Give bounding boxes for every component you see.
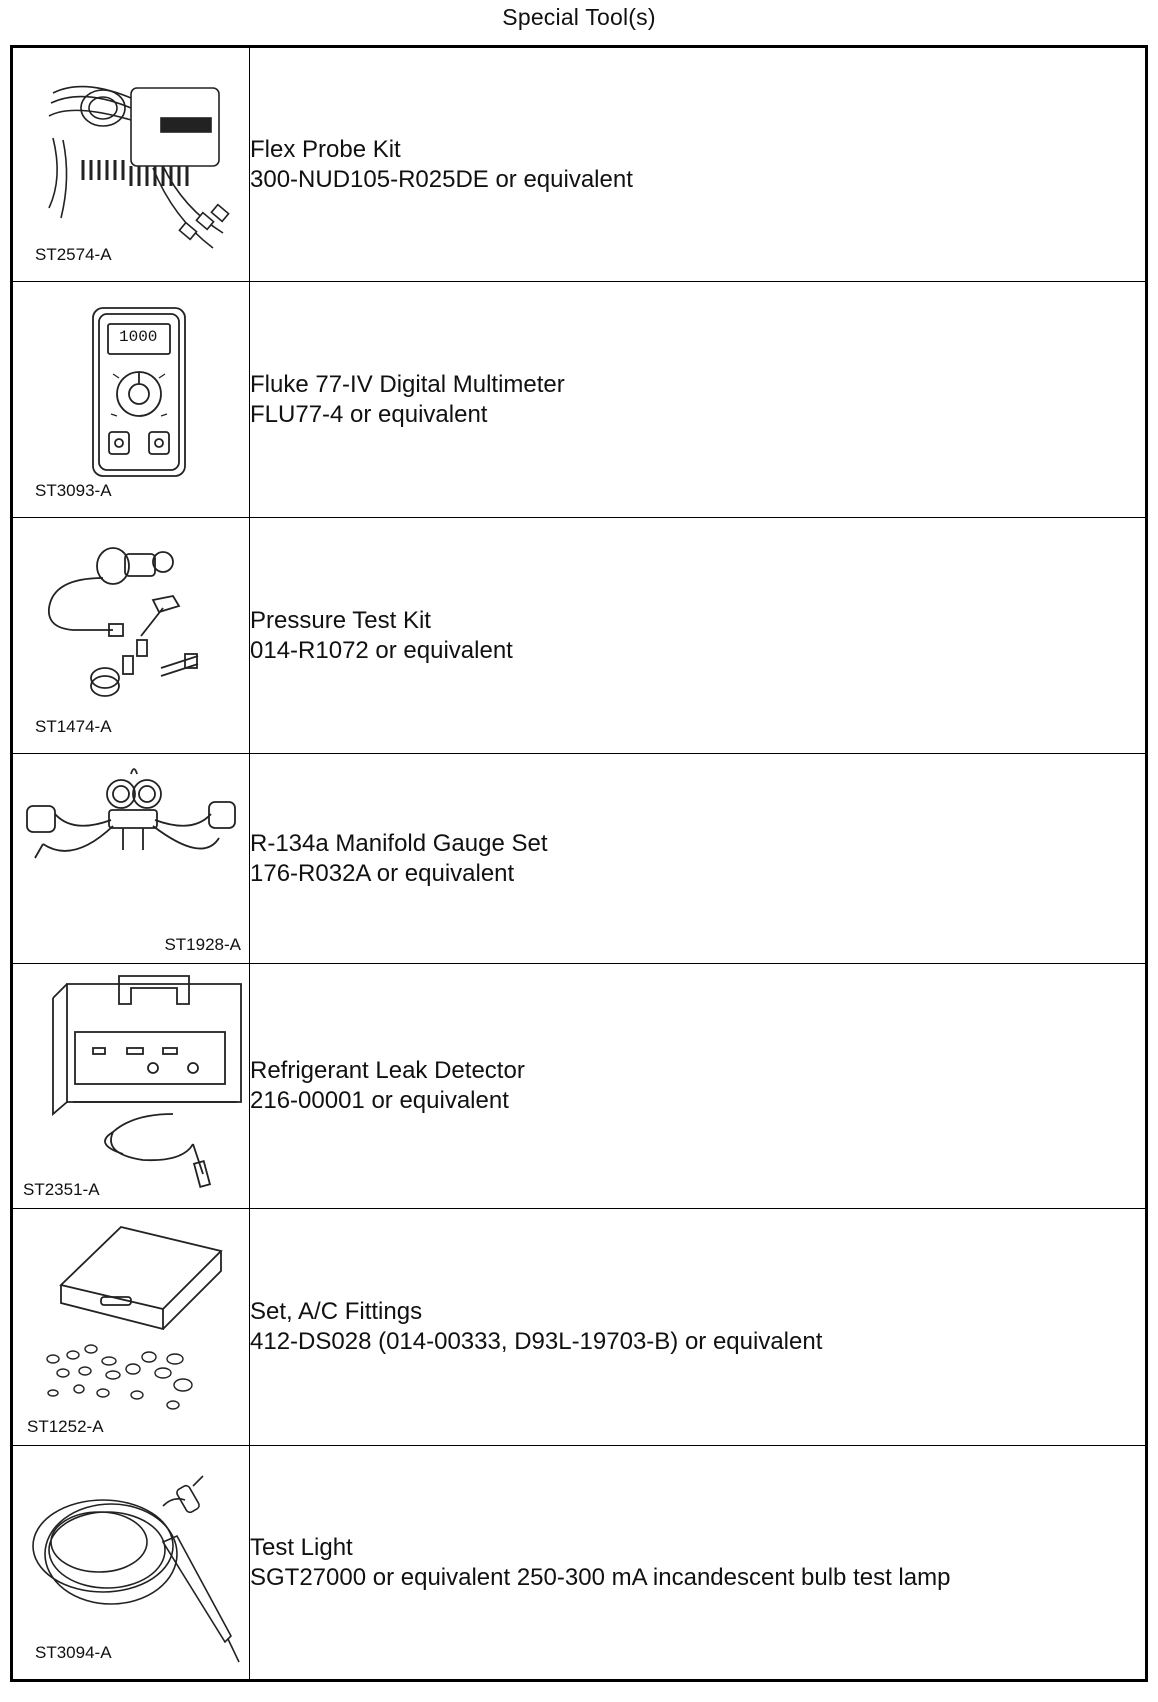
tool-description-cell: Set, A/C Fittings 412-DS028 (014-00333, …: [249, 1208, 1147, 1446]
multimeter-icon: [92, 307, 186, 477]
tool-description-cell: Refrigerant Leak Detector 216-00001 or e…: [249, 963, 1147, 1209]
tool-description-cell: Test Light SGT27000 or equivalent 250-30…: [249, 1445, 1147, 1681]
flex-probe-kit-icon: [48, 85, 230, 249]
tool-part-number: 300-NUD105-R025DE or equivalent: [250, 165, 633, 193]
tool-description-cell: R-134a Manifold Gauge Set 176-R032A or e…: [249, 753, 1147, 964]
leak-detector-icon: [52, 975, 242, 1188]
tool-code: ST3094-A: [35, 1643, 112, 1662]
tool-description-cell: Flex Probe Kit 300-NUD105-R025DE or equi…: [249, 46, 1147, 282]
tool-name: R-134a Manifold Gauge Set: [250, 829, 548, 857]
tool-code: ST1928-A: [164, 935, 241, 954]
table-row: ST1474-A Pressure Test Kit 014-R1072 or …: [11, 517, 1147, 754]
pressure-test-kit-icon: [48, 547, 199, 697]
table-row: ST2351-A Refrigerant Leak Detector 216-0…: [11, 963, 1147, 1209]
table-row: ST3094-A Test Light SGT27000 or equivale…: [11, 1445, 1147, 1681]
multimeter-display: 1000: [119, 328, 158, 346]
tool-illustration-cell: ST1252-A: [11, 1208, 250, 1446]
special-tools-table: ST2574-A Flex Probe Kit 300-NUD105-R025D…: [10, 45, 1148, 1682]
table-row: ST2574-A Flex Probe Kit 300-NUD105-R025D…: [11, 46, 1147, 282]
tool-part-number: FLU77-4 or equivalent: [250, 400, 488, 428]
tool-illustration-cell: ST2574-A: [11, 46, 250, 282]
table-row: ST1252-A Set, A/C Fittings 412-DS028 (01…: [11, 1208, 1147, 1446]
tool-illustration-cell: ST1928-A: [11, 753, 250, 964]
tool-name: Fluke 77-IV Digital Multimeter: [250, 370, 565, 398]
tool-name: Pressure Test Kit: [250, 606, 431, 634]
table-row: 1000 ST3093-A Fluke 77-IV Digital Multim…: [11, 281, 1147, 518]
tool-illustration-cell: 1000 ST3093-A: [11, 281, 250, 518]
tool-description-cell: Fluke 77-IV Digital Multimeter FLU77-4 o…: [249, 281, 1147, 518]
tool-code: ST2574-A: [35, 245, 112, 264]
tool-name: Refrigerant Leak Detector: [250, 1057, 525, 1084]
tool-illustration-cell: ST2351-A: [11, 963, 250, 1209]
tool-illustration-cell: ST1474-A: [11, 517, 250, 754]
tool-part-number: 014-R1072 or equivalent: [250, 636, 513, 664]
tool-part-number: 176-R032A or equivalent: [250, 859, 515, 887]
tool-code: ST2351-A: [23, 1180, 100, 1199]
tool-code: ST1252-A: [27, 1417, 104, 1436]
tool-description-cell: Pressure Test Kit 014-R1072 or equivalen…: [249, 517, 1147, 754]
tool-part-number: 412-DS028 (014-00333, D93L-19703-B) or e…: [250, 1328, 823, 1355]
page-title: Special Tool(s): [502, 4, 656, 30]
tool-part-number: SGT27000 or equivalent 250-300 mA incand…: [250, 1563, 951, 1591]
tool-name: Test Light: [250, 1533, 353, 1561]
fittings-case-icon: [46, 1226, 223, 1410]
tool-part-number: 216-00001 or equivalent: [250, 1087, 509, 1114]
tool-name: Set, A/C Fittings: [250, 1298, 423, 1325]
table-row: ST1928-A R-134a Manifold Gauge Set 176-R…: [11, 753, 1147, 964]
tool-name: Flex Probe Kit: [250, 135, 401, 163]
tool-code: ST3093-A: [35, 481, 112, 500]
test-light-icon: [32, 1475, 240, 1663]
manifold-gauge-icon: [26, 768, 236, 859]
tool-code: ST1474-A: [35, 717, 112, 736]
tool-illustration-cell: ST3094-A: [11, 1445, 250, 1681]
